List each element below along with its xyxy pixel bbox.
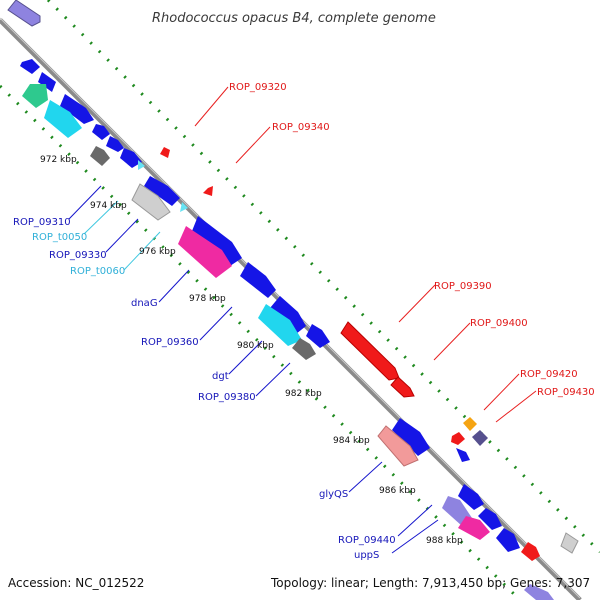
gene-arrow-rop-t0060[interactable] xyxy=(180,202,188,212)
gene-arrow[interactable] xyxy=(44,100,82,138)
gene-label-rop-09310[interactable]: ROP_09310 xyxy=(13,217,71,228)
gene-arrow[interactable] xyxy=(38,72,56,92)
gene-label-rop-t0060[interactable]: ROP_t0060 xyxy=(70,266,125,277)
gene-arrow[interactable] xyxy=(560,532,579,554)
gene-label-rop-09400[interactable]: ROP_09400 xyxy=(470,318,528,329)
gene-label-rop-09440[interactable]: ROP_09440 xyxy=(338,535,396,546)
gene-label-rop-09360[interactable]: ROP_09360 xyxy=(141,337,199,348)
upper-strand-genes xyxy=(7,0,579,561)
gene-arrow[interactable] xyxy=(22,84,48,108)
gene-arrow[interactable] xyxy=(120,148,142,168)
gene-arrow-rop-09330[interactable] xyxy=(131,183,171,221)
chart-title: Rhodococcus opacus B4, complete genome xyxy=(152,11,436,26)
gene-label-rop-09420[interactable]: ROP_09420 xyxy=(520,369,578,380)
gene-arrow[interactable] xyxy=(478,508,502,530)
gene-arrow[interactable] xyxy=(90,146,110,166)
gene-label-rop-09390[interactable]: ROP_09390 xyxy=(434,281,492,292)
gene-arrow-rop-09310[interactable] xyxy=(144,176,180,206)
scale-tick-label: 978 kbp xyxy=(189,294,226,304)
gene-label-upps[interactable]: uppS xyxy=(354,550,379,561)
scale-tick-label: 988 kbp xyxy=(426,536,463,546)
gene-arrow-rop-09320[interactable] xyxy=(160,147,170,158)
topology-text: Topology: linear; Length: 7,913,450 bp; … xyxy=(271,576,591,590)
guide-line-lower xyxy=(0,84,522,600)
scale-tick-label: 972 kbp xyxy=(40,155,77,165)
gene-arrow-rop-09420[interactable] xyxy=(463,417,477,431)
accession-text: Accession: NC_012522 xyxy=(8,576,145,590)
guide-line-upper xyxy=(46,0,600,554)
gene-arrow-rop-09400[interactable] xyxy=(390,376,415,398)
gene-arrow-rop-09360[interactable] xyxy=(270,296,306,334)
gene-arrow[interactable] xyxy=(456,448,470,462)
gene-arrow[interactable] xyxy=(240,262,276,298)
lower-strand-genes xyxy=(20,59,554,600)
gene-label-dgt[interactable]: dgt xyxy=(212,371,229,382)
scale-tick-label: 976 kbp xyxy=(139,247,176,257)
gene-arrow[interactable] xyxy=(106,136,124,152)
gene-arrow-rop-t0050[interactable] xyxy=(138,160,145,170)
gene-label-rop-09340[interactable]: ROP_09340 xyxy=(272,122,330,133)
gene-arrow[interactable] xyxy=(524,584,554,600)
gene-label-rop-09430[interactable]: ROP_09430 xyxy=(537,387,595,398)
scale-tick-label: 984 kbp xyxy=(333,436,370,446)
scale-tick-label: 974 kbp xyxy=(90,201,127,211)
gene-label-rop-09380[interactable]: ROP_09380 xyxy=(198,392,256,403)
gene-arrow[interactable] xyxy=(20,59,40,74)
gene-arrow[interactable] xyxy=(7,0,41,27)
gene-label-rop-t0050[interactable]: ROP_t0050 xyxy=(32,232,87,243)
gene-arrow[interactable] xyxy=(377,425,419,467)
gene-arrow-upps[interactable] xyxy=(458,516,490,540)
gene-arrow[interactable] xyxy=(521,542,540,561)
gene-label-glyqs[interactable]: glyQS xyxy=(319,489,348,500)
gene-arrow-dnag[interactable] xyxy=(190,216,242,266)
gene-arrow-glyqs[interactable] xyxy=(392,418,430,456)
gene-arrow-dgt[interactable] xyxy=(258,304,302,346)
gene-label-rop-09330[interactable]: ROP_09330 xyxy=(49,250,107,261)
gene-arrow-rop-09340[interactable] xyxy=(203,186,213,196)
gene-arrow-rop-09430[interactable] xyxy=(472,430,488,446)
gene-arrow[interactable] xyxy=(178,226,232,278)
gene-arrow[interactable] xyxy=(92,124,110,140)
gene-label-dnag[interactable]: dnaG xyxy=(131,298,158,309)
scale-tick-label: 982 kbp xyxy=(285,389,322,399)
gene-arrow[interactable] xyxy=(458,484,484,510)
upper-label-connectors xyxy=(194,86,537,423)
gene-arrow[interactable] xyxy=(496,528,520,552)
scale-tick-label: 980 kbp xyxy=(237,341,274,351)
gene-arrow[interactable] xyxy=(306,324,330,348)
gene-arrow[interactable] xyxy=(60,94,94,124)
gene-label-rop-09320[interactable]: ROP_09320 xyxy=(229,82,287,93)
gene-arrow[interactable] xyxy=(451,432,465,445)
gene-arrow-rop-09390[interactable] xyxy=(340,321,400,381)
lower-label-connectors xyxy=(68,185,439,554)
gene-arrow-rop-09380[interactable] xyxy=(292,338,316,360)
scale-tick-label: 986 kbp xyxy=(379,486,416,496)
